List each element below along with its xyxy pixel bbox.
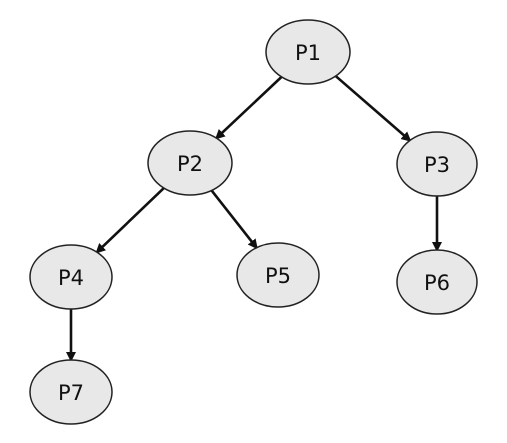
node-ellipse-p2 (147, 130, 233, 196)
edge-p1-p2 (214, 75, 283, 140)
node-ellipse-p1 (265, 19, 351, 85)
node-label-p2: P2 (177, 152, 203, 176)
node-ellipse-p7 (29, 359, 113, 425)
node-label-p7: P7 (58, 381, 84, 405)
node-p2: P2 (147, 130, 233, 196)
edge-p2-p4 (95, 187, 165, 254)
node-p4: P4 (29, 244, 113, 310)
node-p5: P5 (236, 242, 320, 308)
node-p1: P1 (265, 19, 351, 85)
node-ellipse-p3 (396, 131, 478, 197)
node-label-p1: P1 (295, 41, 321, 65)
node-p3: P3 (396, 131, 478, 197)
node-ellipse-p6 (396, 249, 478, 315)
node-p6: P6 (396, 249, 478, 315)
node-ellipse-p5 (236, 242, 320, 308)
node-ellipse-p4 (29, 244, 113, 310)
node-label-p4: P4 (58, 266, 84, 290)
edge-p2-p5 (210, 189, 258, 250)
node-label-p6: P6 (424, 271, 450, 295)
edges-layer (66, 75, 442, 362)
node-label-p5: P5 (265, 264, 291, 288)
edge-p1-p3 (334, 75, 412, 142)
node-label-p3: P3 (424, 153, 450, 177)
node-p7: P7 (29, 359, 113, 425)
